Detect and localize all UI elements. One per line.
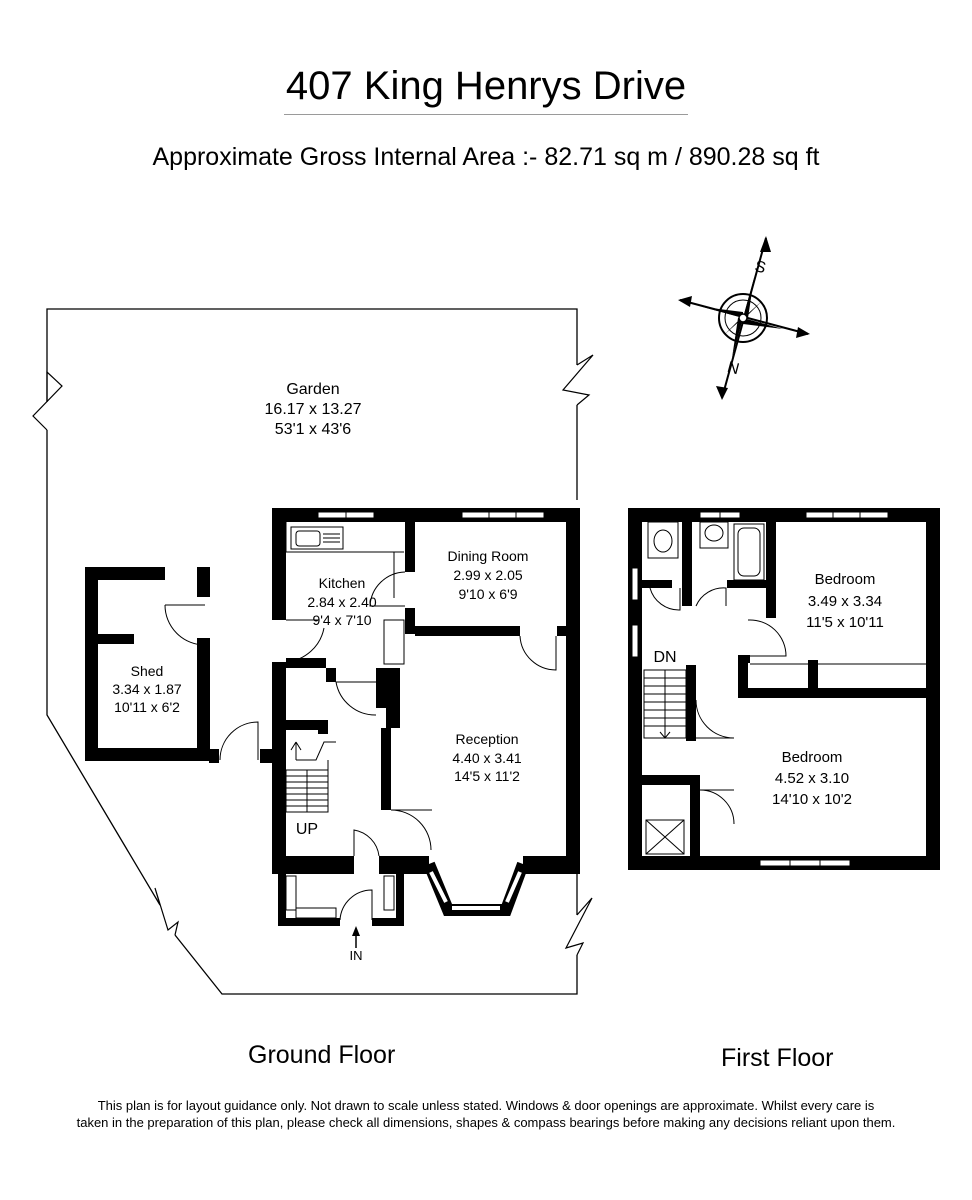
gross-area: Approximate Gross Internal Area :- 82.71…: [152, 143, 820, 171]
first-floor-label: First Floor: [721, 1044, 834, 1072]
garden-break-bottom-left: [154, 887, 179, 936]
ground-floor-doors: [219, 571, 557, 857]
bedroom-2-imperial: 14'10 x 10'2: [772, 791, 852, 808]
garden-metric: 16.17 x 13.27: [265, 401, 362, 418]
dining-room-name: Dining Room: [448, 548, 529, 564]
ground-floor-windows: [317, 511, 545, 519]
reception-imperial: 14'5 x 11'2: [454, 768, 520, 784]
compass-south-label: S: [753, 258, 768, 277]
reception-label: Reception 4.40 x 3.41 14'5 x 11'2: [452, 731, 521, 784]
first-floor-plan: DN Bedroom 3.49 x 3.34 11'5 x 10'11 Bedr…: [628, 508, 940, 870]
bay-window: [423, 861, 529, 916]
shed-imperial: 10'11 x 6'2: [114, 699, 180, 715]
garden-label: Garden 16.17 x 13.27 53'1 x 43'6: [265, 381, 362, 438]
first-floor-windows: [631, 511, 889, 867]
garden-boundary: [46, 308, 578, 995]
garden-imperial: 53'1 x 43'6: [275, 421, 351, 438]
garden-break-right: [561, 354, 594, 406]
bedroom-2-metric: 4.52 x 3.10: [775, 770, 849, 787]
garden-name: Garden: [286, 381, 339, 398]
bedroom-1-label: Bedroom 3.49 x 3.34 11'5 x 10'11: [806, 571, 884, 631]
reception-name: Reception: [455, 731, 518, 747]
kitchen-name: Kitchen: [319, 575, 366, 591]
disclaimer-line-2: taken in the preparation of this plan, p…: [76, 1115, 896, 1130]
first-floor-stairs: [643, 669, 687, 739]
entrance-label: IN: [350, 948, 363, 963]
bedroom-2-label: Bedroom 4.52 x 3.10 14'10 x 10'2: [772, 749, 852, 808]
ground-floor-stairs: [285, 741, 336, 813]
ground-floor-plan: Garden 16.17 x 13.27 53'1 x 43'6 Kitchen…: [32, 308, 594, 995]
bedroom-2-name: Bedroom: [782, 749, 843, 766]
disclaimer-line-1: This plan is for layout guidance only. N…: [97, 1098, 875, 1113]
compass-north-label: N: [725, 359, 741, 378]
compass-rose: S N: [678, 236, 810, 400]
kitchen-label: Kitchen 2.84 x 2.40 9'4 x 7'10: [307, 575, 376, 628]
kitchen-imperial: 9'4 x 7'10: [312, 612, 371, 628]
shed-walls: [85, 567, 219, 763]
reception-metric: 4.40 x 3.41: [452, 750, 521, 766]
shed-label: Shed 3.34 x 1.87 10'11 x 6'2: [112, 663, 181, 715]
ground-floor-label: Ground Floor: [248, 1041, 396, 1069]
garden-break-left: [32, 370, 63, 431]
garden-break-bottom-right: [564, 897, 593, 956]
bathroom-fittings: [645, 521, 765, 855]
kitchen-fittings: [285, 522, 405, 665]
shed-name: Shed: [131, 663, 164, 679]
stairs-down-label: DN: [653, 649, 676, 666]
porch: [278, 874, 404, 926]
shed-metric: 3.34 x 1.87: [112, 681, 181, 697]
first-floor-walls: [628, 508, 940, 870]
plan-title: 407 King Henrys Drive: [0, 62, 972, 115]
kitchen-metric: 2.84 x 2.40: [307, 594, 376, 610]
plan-title-text: 407 King Henrys Drive: [283, 62, 689, 115]
ground-floor-walls: [260, 508, 580, 874]
stairs-up-label: UP: [296, 821, 318, 838]
bedroom-1-name: Bedroom: [815, 571, 876, 588]
bedroom-1-metric: 3.49 x 3.34: [808, 593, 882, 610]
dining-room-imperial: 9'10 x 6'9: [458, 586, 517, 602]
bedroom-1-imperial: 11'5 x 10'11: [806, 614, 884, 631]
first-floor-doors: [649, 587, 926, 825]
entrance-arrow: [352, 926, 360, 948]
dining-room-label: Dining Room 2.99 x 2.05 9'10 x 6'9: [448, 548, 529, 602]
disclaimer: This plan is for layout guidance only. N…: [20, 1097, 952, 1131]
dining-room-metric: 2.99 x 2.05: [453, 567, 522, 583]
